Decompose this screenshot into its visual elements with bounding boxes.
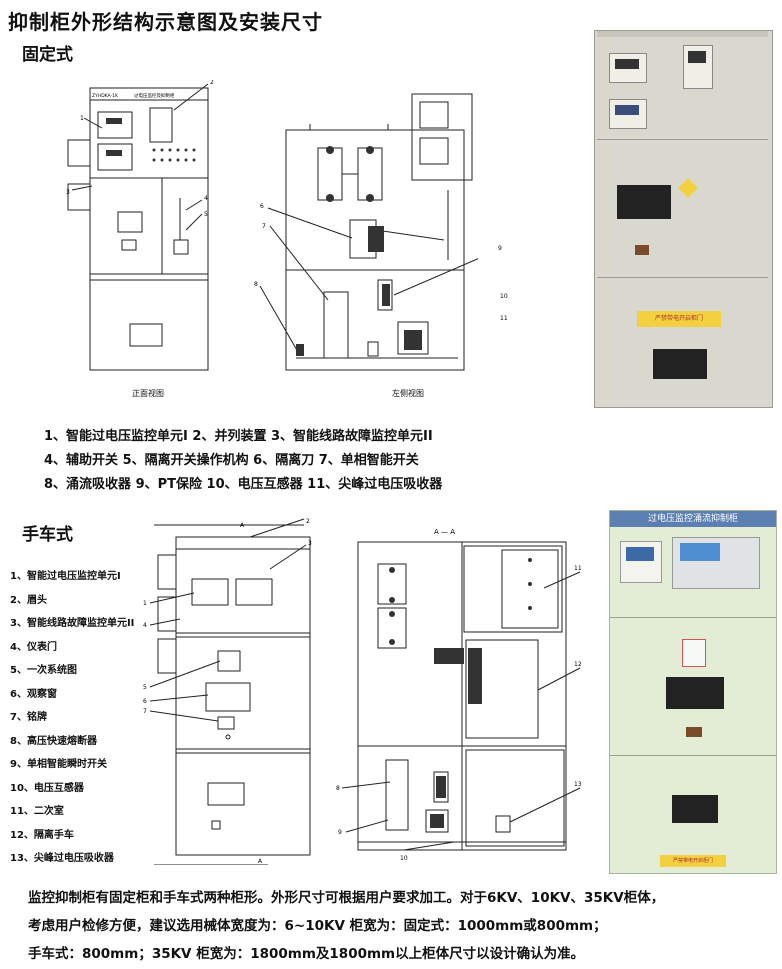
cart-item: 8、高压快速熔断器: [10, 735, 97, 747]
fixed-side-label: 左侧视图: [392, 389, 424, 398]
svg-text:9: 9: [338, 829, 342, 836]
cart-heading: 手车式: [22, 525, 73, 545]
svg-text:1: 1: [80, 115, 84, 122]
cart-item: 7、铭牌: [10, 712, 47, 723]
front-panel-text: 过电压监控及抑制柜: [134, 92, 175, 99]
note-line-2: 考虑用户检修方便，建议选用械体宽度为：6~10KV 柜宽为：固定式：1000mm…: [28, 918, 607, 934]
cart-item: 5、一次系统图: [10, 665, 77, 676]
cart-item-list: 1、智能过电压监控单元I 2、眉头 3、智能线路故障监控单元II 4、仪表门 5…: [10, 565, 134, 871]
svg-text:5: 5: [143, 684, 147, 691]
cart-item: 3、智能线路故障监控单元II: [10, 618, 135, 629]
fixed-side-callouts: 9 10 11: [498, 245, 508, 322]
fixed-front-label: 正面视图: [132, 389, 164, 398]
svg-text:11: 11: [574, 565, 582, 572]
svg-text:6: 6: [143, 698, 147, 705]
svg-text:2: 2: [306, 518, 310, 525]
cart-item: 11、二次室: [10, 806, 64, 817]
cart-section-label: A — A: [434, 528, 455, 536]
cart-item: 6、观察窗: [10, 688, 57, 700]
svg-text:3: 3: [308, 540, 312, 547]
svg-text:12: 12: [574, 661, 582, 668]
cart-arrow-label-bottom: A: [258, 858, 263, 865]
cart-side-view-drawing: A — A 8 9 10 11 12 13: [336, 528, 582, 862]
cart-item: 10、电压互感器: [10, 782, 84, 794]
svg-text:10: 10: [500, 293, 508, 300]
svg-text:5: 5: [204, 211, 208, 218]
cart-arrow-label-top: A: [240, 522, 245, 529]
svg-text:1: 1: [143, 600, 147, 607]
svg-text:8: 8: [336, 785, 340, 792]
svg-text:10: 10: [400, 855, 408, 862]
fixed-photo-warning: 严禁带电开启柜门: [637, 311, 721, 327]
fixed-legend-line-2: 4、辅助开关 5、隔离开关操作机构 6、隔离刀 7、单相智能开关: [44, 453, 419, 468]
cart-cabinet-photo: 过电压监控涌流抑制柜 严禁带电开启柜门: [609, 510, 777, 874]
svg-text:6: 6: [260, 203, 264, 210]
svg-text:13: 13: [574, 781, 582, 788]
svg-text:8: 8: [254, 281, 258, 288]
page-title: 抑制柜外形结构示意图及安装尺寸: [8, 10, 323, 34]
cart-photo-header: 过电压监控涌流抑制柜: [610, 511, 776, 527]
note-line-3: 手车式：800mm；35KV 柜宽为：1800mm及1800mm以上柜体尺寸以设…: [28, 946, 585, 962]
cart-item: 13、尖峰过电压吸收器: [10, 853, 114, 864]
cart-item: 1、智能过电压监控单元I: [10, 571, 121, 582]
fixed-front-view-drawing: ZYHDKA-1K 过电压监控及抑制柜 2 1 3 4 5: [66, 80, 214, 371]
front-model-label: ZYHDKA-1K: [92, 93, 119, 99]
fixed-side-view-drawing: 6 7 8: [254, 93, 478, 371]
fixed-legend-line-3: 8、涌流吸收器 9、PT保险 10、电压互感器 11、尖峰过电压吸收器: [44, 477, 443, 492]
cart-item: 9、单相智能瞬时开关: [10, 759, 107, 770]
cart-front-view-drawing: 2 3 1 4 5 6 7 A A: [143, 518, 312, 865]
svg-text:9: 9: [498, 245, 502, 252]
fixed-cabinet-photo: 严禁带电开启柜门: [594, 30, 773, 408]
fixed-legend-line-1: 1、智能过电压监控单元I 2、并列装置 3、智能线路故障监控单元II: [44, 429, 433, 444]
svg-text:3: 3: [66, 189, 70, 196]
cart-photo-warning: 严禁带电开启柜门: [660, 855, 726, 867]
svg-text:7: 7: [143, 708, 147, 715]
svg-text:7: 7: [262, 223, 266, 230]
cart-item: 12、隔离手车: [10, 829, 74, 841]
cart-item: 4、仪表门: [10, 641, 57, 653]
fixed-heading: 固定式: [22, 45, 73, 65]
svg-text:2: 2: [210, 80, 214, 86]
cart-item: 2、眉头: [10, 594, 47, 606]
svg-text:4: 4: [204, 195, 208, 202]
note-line-1: 监控抑制柜有固定柜和手车式两种柜形。外形尺寸可根据用户要求加工。对于6KV、10…: [28, 890, 665, 906]
svg-text:11: 11: [500, 315, 508, 322]
svg-text:4: 4: [143, 622, 147, 629]
